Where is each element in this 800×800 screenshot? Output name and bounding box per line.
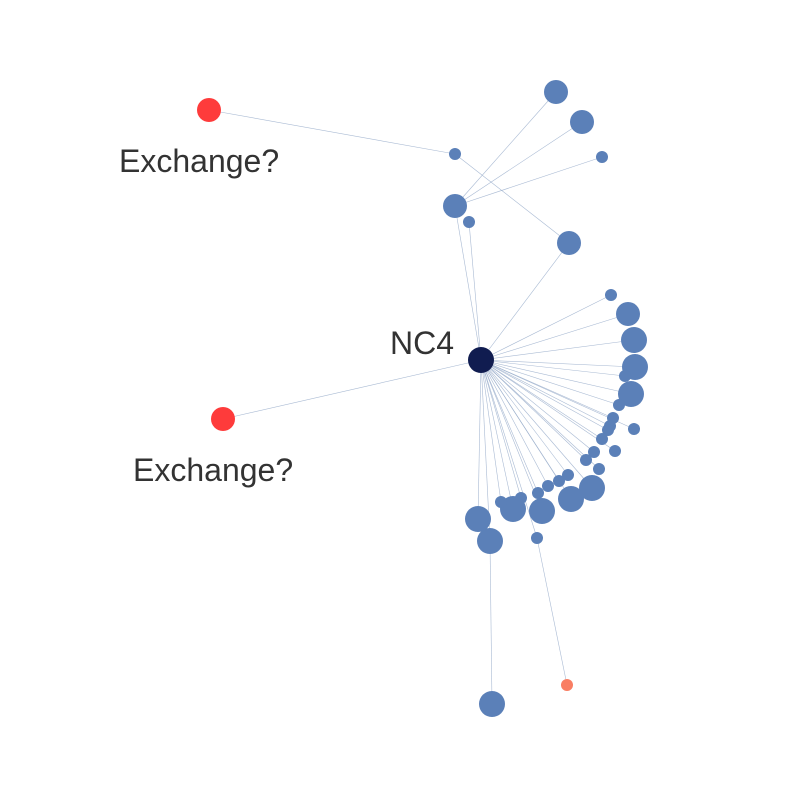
fan-node-11 xyxy=(596,433,608,445)
fan-node-20 xyxy=(558,486,584,512)
graph-labels: NC4 Exchange? Exchange? xyxy=(119,143,454,488)
hub-edge-18 xyxy=(480,359,549,487)
fan-node-28 xyxy=(531,532,543,544)
edge-4 xyxy=(454,156,603,207)
fan-node-9 xyxy=(602,424,614,436)
fan-node-27 xyxy=(477,528,503,554)
fan-node-17 xyxy=(553,475,565,487)
edge-8 xyxy=(489,540,493,705)
fan-node-25 xyxy=(495,496,507,508)
fan-node-26 xyxy=(465,506,491,532)
hub-edge-1 xyxy=(480,313,629,361)
fan-node-21 xyxy=(532,487,544,499)
fan-node-29 xyxy=(557,231,581,255)
fan-node-15 xyxy=(593,463,605,475)
fan-node-5 xyxy=(618,381,644,407)
fan-node-1 xyxy=(616,302,640,326)
node-bottom xyxy=(479,691,505,717)
hub-edge-6 xyxy=(480,359,620,406)
hub-edge-29 xyxy=(480,242,570,361)
hub-edge-23 xyxy=(480,359,522,499)
edge-0 xyxy=(208,109,456,155)
hub-edge-5 xyxy=(480,359,632,395)
hub-edge-25 xyxy=(480,359,502,503)
node-upper-small xyxy=(463,216,475,228)
hub-edge-28 xyxy=(480,359,538,539)
exchange-label-top: Exchange? xyxy=(119,143,279,179)
hub-edge-26 xyxy=(477,359,482,520)
hub-edge-2 xyxy=(480,339,635,361)
node-top-1 xyxy=(544,80,568,104)
fan-node-13 xyxy=(588,446,600,458)
hub-edge-13 xyxy=(480,359,595,453)
fan-node-16 xyxy=(562,469,574,481)
fan-node-19 xyxy=(579,475,605,501)
hub-edge-3 xyxy=(480,359,636,368)
exchange-node-top xyxy=(197,98,221,122)
exchange-node-bottom xyxy=(211,407,235,431)
hub-edge-9 xyxy=(480,359,609,431)
fan-node-22 xyxy=(529,498,555,524)
hub-edge-21 xyxy=(480,359,539,494)
hub-edge-16 xyxy=(480,359,569,476)
node-top-2 xyxy=(570,110,594,134)
graph-edges xyxy=(208,91,636,705)
hub-edge-14 xyxy=(480,359,587,461)
fan-node-0 xyxy=(605,289,617,301)
hub-edge-8 xyxy=(480,359,611,427)
hub-edge-15 xyxy=(480,359,600,470)
fan-node-6 xyxy=(613,399,625,411)
hub-edge-19 xyxy=(480,359,593,489)
node-top-3 xyxy=(596,151,608,163)
hub-edge-22 xyxy=(480,359,543,512)
hub-edge-24 xyxy=(480,359,514,510)
edge-6 xyxy=(468,221,482,361)
hub-label: NC4 xyxy=(390,325,454,361)
exchange-label-bottom: Exchange? xyxy=(133,452,293,488)
edge-1 xyxy=(454,153,570,244)
graph-nodes xyxy=(197,80,648,717)
fan-node-10 xyxy=(628,423,640,435)
edge-3 xyxy=(454,121,583,207)
fan-node-18 xyxy=(542,480,554,492)
node-relay xyxy=(449,148,461,160)
edge-5 xyxy=(454,205,482,361)
fan-node-2 xyxy=(621,327,647,353)
hub-edge-27 xyxy=(480,359,491,542)
node-upper-hub xyxy=(443,194,467,218)
hub-node xyxy=(468,347,494,373)
fan-node-14 xyxy=(580,454,592,466)
fan-node-4 xyxy=(619,370,631,382)
node-orange xyxy=(561,679,573,691)
edge-7 xyxy=(222,359,482,420)
hub-edge-12 xyxy=(480,359,616,452)
hub-edge-11 xyxy=(480,359,603,440)
hub-edge-4 xyxy=(480,359,626,377)
fan-node-12 xyxy=(609,445,621,457)
hub-edge-0 xyxy=(480,294,612,361)
edge-2 xyxy=(454,91,557,207)
edge-9 xyxy=(536,537,568,686)
